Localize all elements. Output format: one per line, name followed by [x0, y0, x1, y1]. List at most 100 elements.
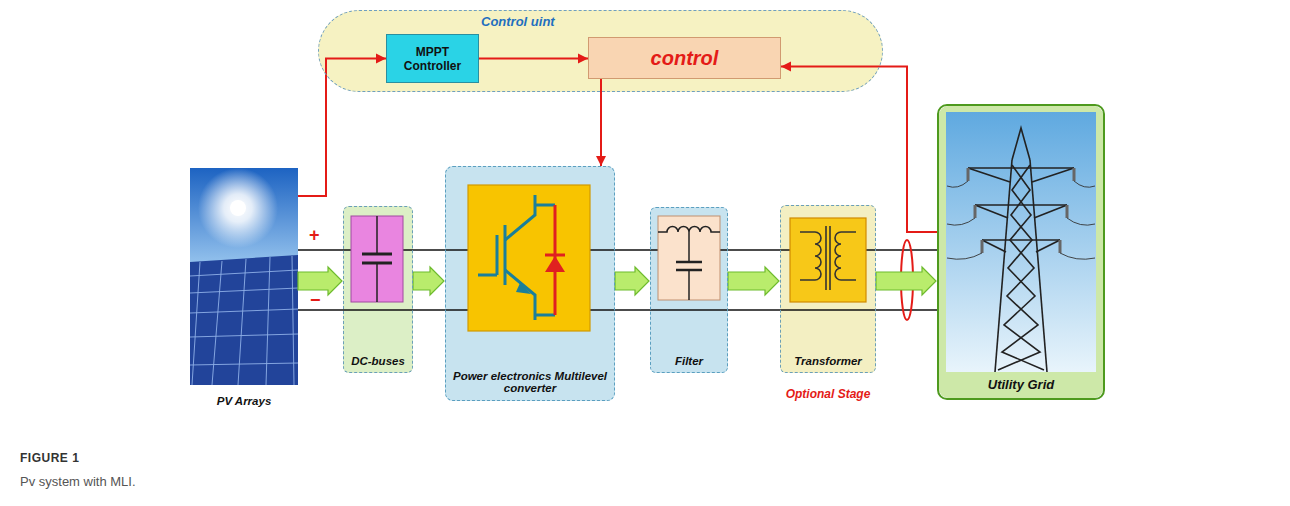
power-flow-arrow [615, 267, 649, 295]
dc-bus-stage: DC-buses [343, 206, 413, 373]
tower-brace [1034, 205, 1067, 218]
pv-array-picture [190, 168, 298, 385]
tower-brace [968, 168, 1010, 182]
dc-bus-panel [343, 206, 413, 373]
tower-arm [975, 204, 1067, 206]
label-anchor: Pv system with MLI. [20, 472, 136, 490]
band-title: Control uint [481, 14, 555, 29]
grid-frame-fill [939, 106, 1103, 398]
conductor [947, 253, 982, 259]
converter-panel [445, 166, 615, 401]
converter-stage: Power electronics Multilevel converter [445, 166, 615, 401]
block-arrow [876, 267, 936, 295]
box-label: MPPT Controller [391, 45, 474, 73]
panel-line [190, 334, 298, 337]
label-anchor: FIGURE 1 [20, 448, 79, 466]
panel-line [190, 270, 298, 276]
polarity-sign: + [309, 226, 320, 244]
transformer-panel [780, 205, 876, 373]
igbt-symbol [468, 185, 590, 331]
control-signal-line [298, 54, 386, 197]
capacitor-box [351, 216, 403, 302]
igbt-gate-lead [478, 274, 497, 277]
transformer-core [825, 226, 827, 290]
block-arrow [413, 267, 444, 295]
diode-triangle [545, 256, 565, 272]
capacitor-plate [676, 261, 702, 264]
signal-line [600, 79, 602, 166]
capacitor-lines [362, 216, 392, 302]
arrow-head [596, 156, 606, 166]
stage-note: Optional Stage [786, 387, 871, 401]
tower-arm [968, 167, 1074, 169]
panel-line [266, 257, 270, 385]
stage-label: Power electronics Multilevel converter [452, 370, 608, 394]
emitter-arrow [516, 283, 531, 294]
solar-panel [190, 255, 298, 385]
block-arrow [728, 267, 779, 295]
transformer-stage: Transformer [780, 205, 876, 373]
figure-caption: Pv system with MLI. [20, 474, 136, 489]
conductor [947, 218, 975, 225]
figure-number: FIGURE 1 [20, 451, 79, 465]
primary-coil [800, 232, 821, 280]
igbt-emitter [505, 270, 535, 320]
capacitor-lead [376, 216, 378, 254]
arrow-head [781, 61, 791, 71]
negative-wire [298, 309, 937, 311]
filter-panel [650, 207, 728, 373]
insulator [967, 168, 970, 181]
panel-line [292, 256, 294, 385]
transformer-box [790, 218, 866, 302]
tower-brace [982, 240, 1006, 252]
tower-brace [975, 205, 1008, 218]
transformer-core [829, 226, 831, 290]
diode [545, 205, 565, 315]
panel-grid [190, 256, 298, 385]
control-box: control [588, 37, 781, 79]
stage-label: Transformer [794, 355, 862, 367]
panel-line [212, 261, 222, 385]
power-flow-arrow [876, 267, 936, 295]
conductors [947, 181, 1095, 259]
lc-filter-symbol [658, 216, 720, 300]
panel-line [192, 262, 200, 385]
pv-array-node: PV Arrays [190, 168, 298, 410]
panel-line [238, 259, 246, 385]
conductor [1074, 181, 1095, 187]
power-flow-arrow [728, 267, 779, 295]
power-flow-arrow [413, 267, 444, 295]
stage-label: Filter [675, 355, 703, 367]
control-signal-line [781, 61, 937, 232]
panel-line [190, 309, 298, 313]
polarity-sign: − [310, 291, 321, 309]
sun-glow [198, 168, 278, 248]
box-label: control [651, 47, 719, 70]
control-unit-band: Control uintMPPT Controller control [318, 10, 883, 92]
insulator [1066, 205, 1069, 218]
tower-peak [1012, 128, 1030, 160]
insulator [1059, 240, 1062, 253]
filter-lines [658, 227, 720, 300]
insulator [1073, 168, 1076, 181]
insulator [981, 240, 984, 253]
arrow-head [578, 54, 588, 64]
block-arrow [615, 267, 649, 295]
control-signal-line [596, 79, 606, 166]
igbt-lines [478, 195, 555, 320]
capacitor-symbol [351, 216, 403, 302]
capacitor-plate [362, 253, 392, 256]
arrow-head [376, 54, 386, 64]
tower-brace [1036, 240, 1060, 252]
conductor [1060, 253, 1095, 259]
transmission-tower [968, 128, 1074, 372]
control-signal-line [479, 54, 588, 64]
capacitor-lead [376, 263, 378, 302]
utility-grid-node: Utility Grid [937, 104, 1105, 400]
secondary-coil [835, 232, 856, 280]
insulators [968, 168, 1074, 253]
switch-box [468, 185, 590, 331]
panel-line [190, 363, 298, 365]
conductor [947, 181, 968, 187]
